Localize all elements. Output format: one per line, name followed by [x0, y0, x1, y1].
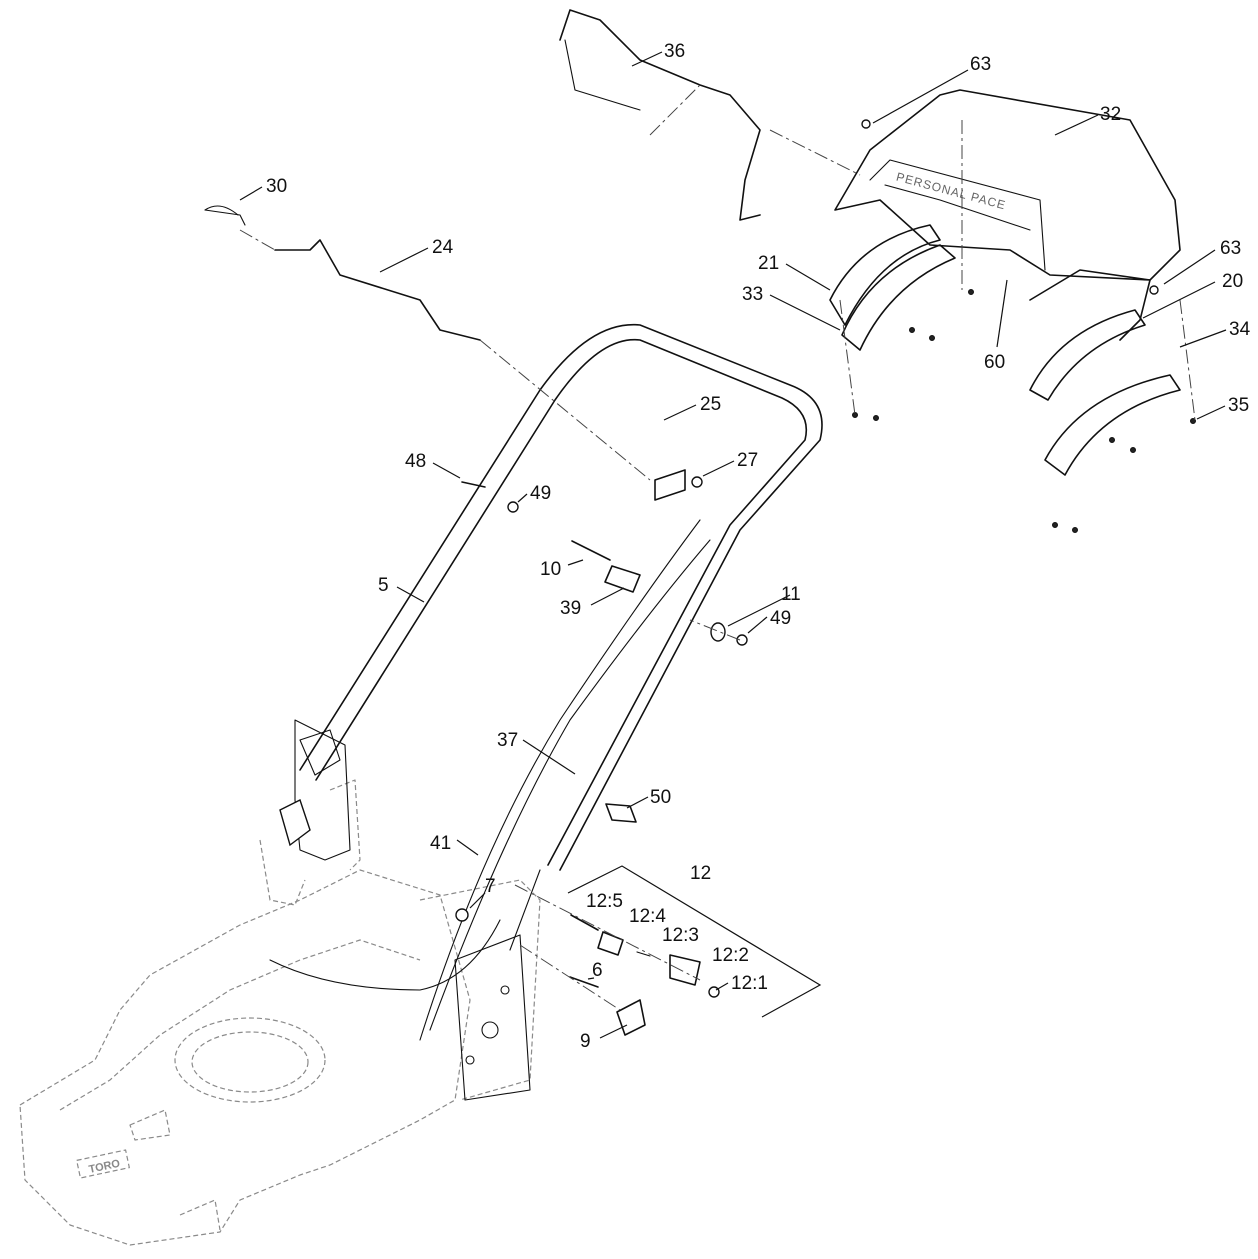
part-50 [605, 803, 637, 823]
part-49a [507, 501, 519, 513]
callout-30: 30 [266, 176, 287, 197]
part-35 [1190, 418, 1196, 424]
deck-logo-text: TORO [88, 1158, 122, 1176]
callout-labels: 36 63 32 30 24 21 33 63 20 60 34 35 25 4… [266, 41, 1251, 1052]
mower-deck: TORO [19, 779, 541, 1246]
part-12-3 [636, 951, 651, 957]
callout-21: 21 [758, 253, 779, 274]
cables [269, 519, 711, 1041]
callout-27: 27 [737, 450, 758, 471]
callout-34: 34 [1229, 319, 1251, 340]
callout-12-5: 12:5 [586, 891, 623, 912]
callout-32: 32 [1100, 104, 1121, 125]
callout-20: 20 [1222, 271, 1243, 292]
part-63b [1149, 285, 1159, 295]
callout-12-1: 12:1 [731, 973, 768, 994]
callout-60: 60 [984, 352, 1005, 373]
bail-guides [829, 224, 1181, 476]
leader-lines [239, 51, 1227, 1039]
callout-12-4: 12:4 [629, 906, 666, 927]
callout-35: 35 [1228, 395, 1249, 416]
callout-24: 24 [432, 237, 454, 258]
kit-12-bracket [567, 865, 822, 1018]
part-12-2 [669, 954, 701, 986]
small-hardware [455, 119, 1196, 1036]
part-27 [691, 476, 703, 488]
callout-9: 9 [580, 1031, 591, 1052]
part-63a [861, 119, 871, 129]
callout-41: 41 [430, 833, 451, 854]
callout-37: 37 [497, 730, 518, 751]
centerlines [239, 84, 1196, 1011]
bail-36 [559, 9, 761, 221]
part-12-5 [570, 914, 599, 931]
part-6 [569, 976, 599, 988]
part-25 [654, 469, 686, 501]
callout-25: 25 [700, 394, 721, 415]
callout-7: 7 [485, 876, 496, 897]
lower-handle-5 [299, 323, 823, 951]
callout-10: 10 [540, 559, 561, 580]
callout-49a: 49 [530, 483, 551, 504]
callout-63a: 63 [970, 54, 991, 75]
callout-11: 11 [781, 584, 801, 605]
part-11 [710, 622, 726, 642]
drive-rod-24 [204, 205, 481, 341]
part-48 [461, 481, 486, 488]
callout-12-3: 12:3 [662, 925, 699, 946]
part-10 [571, 540, 611, 561]
part-7 [455, 908, 469, 922]
callout-39: 39 [560, 598, 581, 619]
callout-50: 50 [650, 787, 671, 808]
part-49b [736, 634, 748, 646]
part-12-4 [597, 931, 624, 956]
callout-12: 12 [690, 863, 711, 884]
callout-33: 33 [742, 284, 763, 305]
callout-5: 5 [378, 575, 389, 596]
part-9 [616, 999, 646, 1036]
callout-49b: 49 [770, 608, 791, 629]
callout-12-2: 12:2 [712, 945, 749, 966]
part-39 [604, 565, 641, 593]
callout-63b: 63 [1220, 238, 1241, 259]
upper-handle-32: PERSONAL PACE [834, 89, 1181, 341]
handle-brackets [279, 719, 531, 1101]
callout-36: 36 [664, 41, 685, 62]
callout-6: 6 [592, 960, 603, 981]
callout-48: 48 [405, 451, 426, 472]
deck-logo-plate [76, 1149, 130, 1179]
